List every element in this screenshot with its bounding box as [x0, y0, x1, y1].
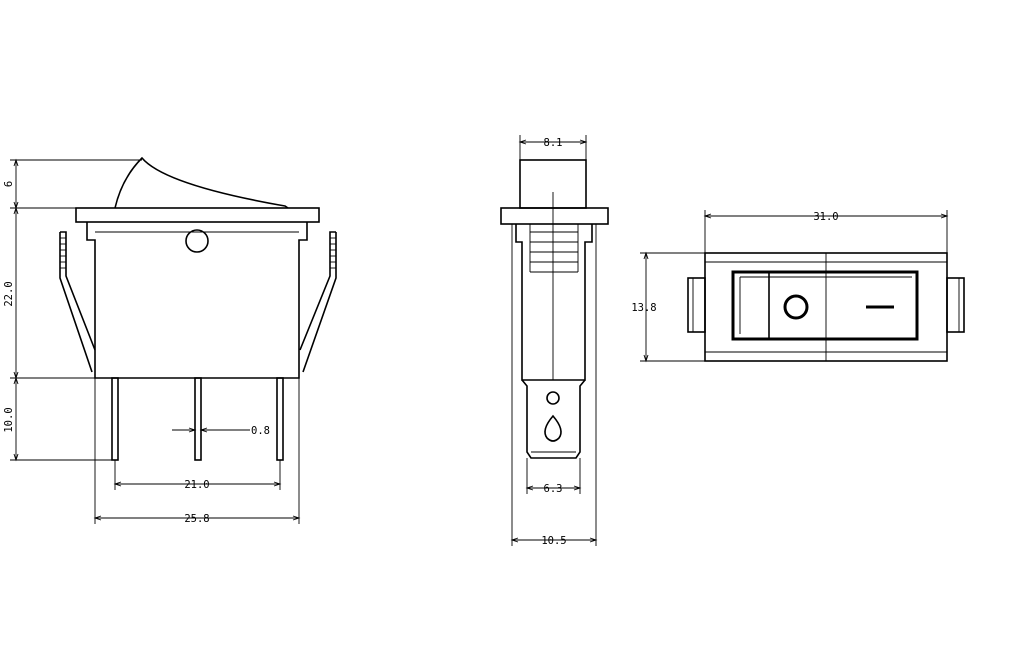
- dim-end-top-label: 8.1: [544, 137, 563, 149]
- left-tab: [687, 277, 706, 333]
- end-flange: [500, 207, 609, 225]
- end-ribs: [529, 224, 579, 273]
- vertical-dimensions: [10, 158, 142, 462]
- pin-left: [111, 377, 119, 461]
- pin-right: [276, 377, 284, 461]
- end-top-dimension: [518, 135, 588, 160]
- end-terminal-dimension: [525, 458, 582, 494]
- rocker-face: [731, 270, 919, 341]
- pin-thickness-dimension: [172, 427, 250, 433]
- switch-body: [86, 222, 308, 379]
- top-length-dimension: [703, 210, 949, 253]
- top-height-dimension: [640, 251, 705, 363]
- dim-end-terminal-label: 6.3: [544, 483, 563, 495]
- off-symbol-icon: [783, 294, 809, 320]
- end-body: [515, 224, 593, 381]
- pin-middle: [194, 377, 202, 461]
- flange: [75, 207, 320, 223]
- dim-top-length-label: 31.0: [813, 211, 838, 223]
- right-tab: [946, 277, 965, 333]
- indicator-hole: [185, 229, 209, 253]
- dim-rocker-label: 6: [3, 181, 15, 187]
- dim-end-width-label: 10.5: [541, 535, 566, 547]
- dim-top-height-label: 13.8: [631, 302, 656, 314]
- end-terminal: [521, 379, 586, 459]
- top-view: 31.0 13.8: [631, 210, 965, 363]
- rocker-actuator: [114, 156, 289, 209]
- dim-pin-spacing-label: 21.0: [184, 479, 209, 491]
- left-clip: [59, 231, 96, 373]
- dim-body-height-label: 22.0: [3, 281, 15, 306]
- right-clip: [299, 231, 337, 373]
- dim-pin-length-label: 10.0: [3, 407, 15, 432]
- end-view: 8.1 6.3 10.5: [500, 135, 609, 547]
- dim-body-width-label: 25.8: [184, 513, 209, 525]
- side-view: 6 22.0 10.0 0.8 21.0 25.8: [3, 156, 337, 525]
- body-width-dimension: [93, 378, 301, 524]
- dim-pin-thickness-label: 0.8: [251, 425, 270, 437]
- pin-spacing-dimension: [113, 460, 282, 490]
- terminal-hole: [544, 414, 562, 442]
- end-width-dimension: [510, 224, 598, 546]
